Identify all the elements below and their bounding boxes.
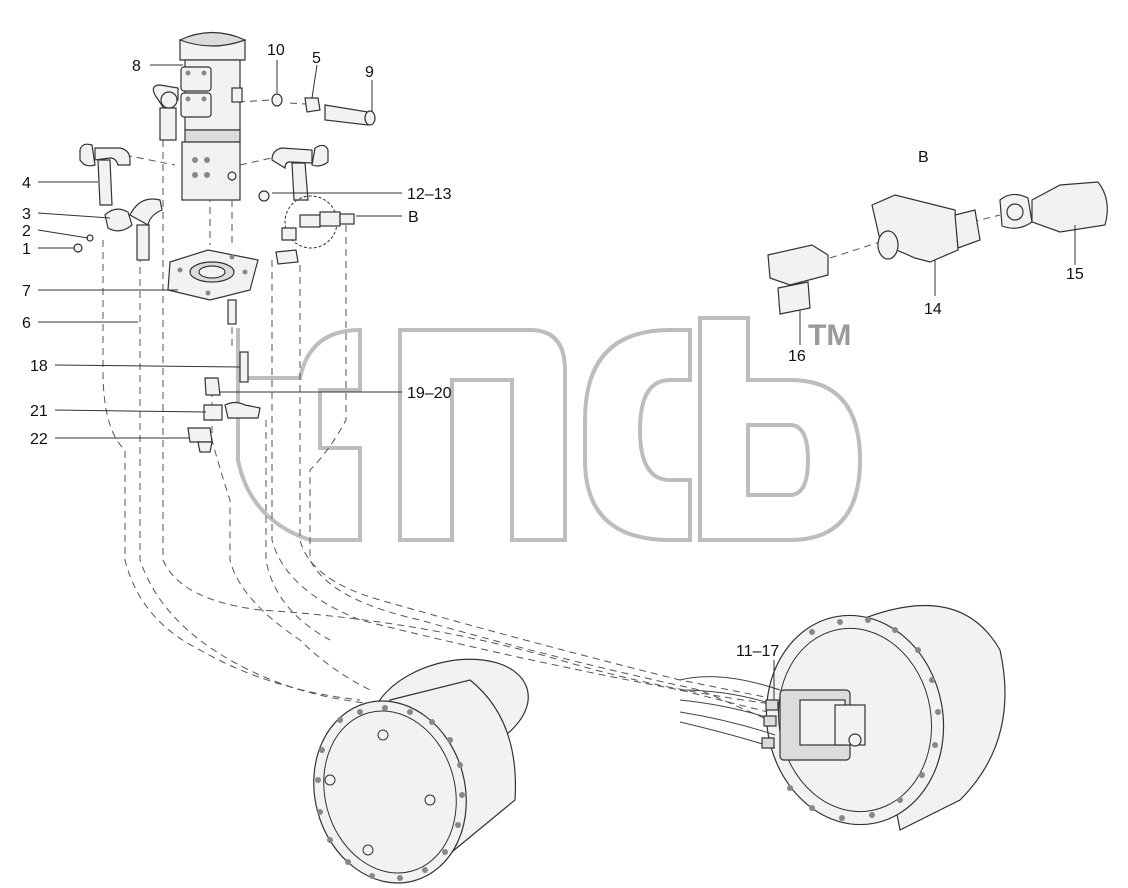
callout-12-13: 12–13 — [407, 186, 452, 203]
callout-b: B — [408, 209, 419, 226]
callout-6: 6 — [22, 315, 31, 332]
callout-21: 21 — [30, 403, 48, 420]
bolt-set — [271, 93, 376, 126]
detail-b-title: B — [918, 149, 929, 166]
tee-fittings — [187, 377, 261, 453]
callout-10: 10 — [267, 42, 285, 59]
callout-15: 15 — [1066, 266, 1084, 283]
flange-fitting — [73, 198, 163, 261]
leader-lines — [37, 60, 1076, 700]
trademark-text: TM — [808, 319, 851, 352]
callout-2: 2 — [22, 223, 31, 240]
callout-5: 5 — [312, 50, 321, 67]
b-fitting-assembly — [258, 190, 355, 265]
watermark-logo: TM — [236, 316, 863, 542]
callout-18: 18 — [30, 358, 48, 375]
callout-16: 16 — [788, 348, 806, 365]
hose-routes — [102, 99, 1001, 726]
right-elbow-fitting — [271, 144, 329, 201]
mounting-plate — [167, 249, 259, 301]
callout-11-17: 11–17 — [736, 643, 779, 660]
callout-4: 4 — [22, 175, 31, 192]
callout-1: 1 — [22, 241, 31, 258]
detail-b-view: B — [767, 149, 1108, 315]
left-elbow-fitting — [79, 143, 131, 206]
callout-9: 9 — [365, 64, 374, 81]
callout-8: 8 — [132, 58, 141, 75]
callout-14: 14 — [924, 301, 942, 318]
callout-3: 3 — [22, 206, 31, 223]
callout-labels: 8 10 5 9 4 3 2 1 7 6 18 21 22 19–20 12–1… — [22, 42, 1084, 660]
right-travel-motor — [679, 604, 1006, 831]
rotary-joint — [178, 31, 247, 201]
left-travel-motor — [313, 658, 529, 884]
callout-22: 22 — [30, 431, 48, 448]
top-left-fitting — [152, 84, 179, 141]
callout-7: 7 — [22, 283, 31, 300]
callout-19-20: 19–20 — [407, 385, 452, 402]
